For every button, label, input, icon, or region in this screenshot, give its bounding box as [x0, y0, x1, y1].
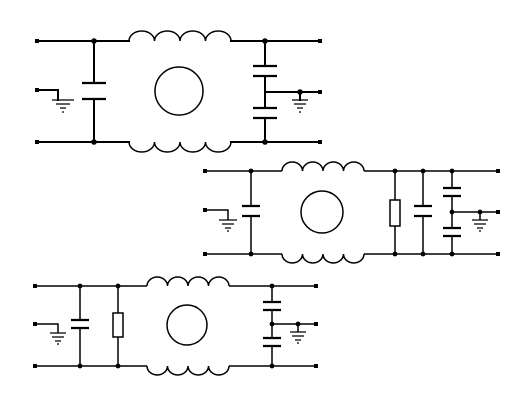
terminal [318, 90, 322, 94]
x-capacitor [242, 171, 260, 254]
junction-dot [269, 363, 275, 369]
x-capacitor [71, 286, 89, 366]
choke-core [300, 190, 344, 234]
ground-symbol-left [50, 332, 66, 345]
filter-circuit-3 [33, 276, 318, 376]
inductor-top [146, 276, 230, 287]
terminal [33, 364, 37, 368]
inductor-bottom [281, 253, 365, 264]
junction-dot [297, 89, 303, 95]
terminal [35, 39, 39, 43]
junction-dot [449, 251, 455, 257]
terminal [314, 322, 318, 326]
terminal [33, 284, 37, 288]
terminal [33, 322, 37, 326]
junction-dot [77, 283, 83, 289]
resistor [389, 171, 401, 254]
junction-dot [248, 251, 254, 257]
y-capacitor-pair [253, 40, 321, 143]
x-capacitor [82, 40, 106, 143]
ground-input-wire [36, 89, 59, 101]
terminal [496, 252, 500, 256]
terminal [314, 284, 318, 288]
junction-dot [420, 168, 426, 174]
junction-dot [269, 321, 275, 327]
choke-core [154, 66, 204, 116]
inductor-bottom [146, 365, 230, 376]
junction-dot [269, 283, 275, 289]
ground-input-wire [205, 209, 229, 220]
inductor-top [128, 30, 232, 42]
ground-symbol-right [290, 331, 306, 344]
junction-dot [449, 209, 455, 215]
junction-dot [295, 321, 301, 327]
x-capacitor [414, 171, 432, 254]
ground-symbol-left [52, 99, 74, 113]
ground-symbol-left [219, 219, 237, 232]
junction-dot [477, 209, 483, 215]
ground-symbol-right [292, 99, 308, 113]
junction-dot [115, 363, 121, 369]
junction-dot [392, 168, 398, 174]
inductor-bottom [128, 141, 232, 153]
terminal [318, 39, 322, 43]
junction-dot [262, 38, 268, 44]
junction-dot [77, 363, 83, 369]
y-capacitor-pair [263, 286, 316, 366]
terminal [496, 210, 500, 214]
junction-dot [115, 283, 121, 289]
inductor-top [281, 161, 365, 172]
filter-circuit-2 [203, 161, 500, 264]
junction-dot [91, 139, 97, 145]
terminal [203, 252, 207, 256]
terminal [318, 140, 322, 144]
terminal [496, 169, 500, 173]
terminal [314, 364, 318, 368]
terminal [203, 169, 207, 173]
junction-dot [420, 251, 426, 257]
ground-symbol-right [472, 219, 488, 232]
resistor [112, 286, 124, 366]
junction-dot [91, 38, 97, 44]
terminal [35, 88, 39, 92]
junction-dot [449, 168, 455, 174]
terminal [35, 140, 39, 144]
filter-circuit-1 [35, 30, 322, 153]
junction-dot [262, 139, 268, 145]
terminal [203, 208, 207, 212]
junction-dot [248, 168, 254, 174]
junction-dot [392, 251, 398, 257]
ground-input-wire [35, 323, 59, 333]
choke-core [166, 304, 208, 346]
